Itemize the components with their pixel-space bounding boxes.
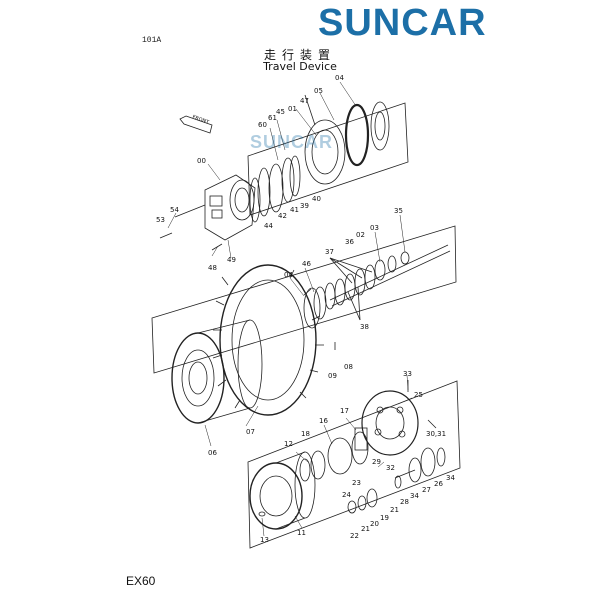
part-label: 24 <box>342 491 351 499</box>
part-label: 61 <box>268 114 277 122</box>
part-label: 20 <box>370 520 379 528</box>
part-label: 21 <box>361 525 370 533</box>
part-label: 28 <box>400 498 409 506</box>
model-code: EX60 <box>126 574 156 588</box>
planet-gears <box>299 427 369 482</box>
part-label: 30,31 <box>426 430 446 438</box>
frame-carrier <box>247 380 461 549</box>
carrier-plate <box>361 390 419 456</box>
part-label: 12 <box>284 440 293 448</box>
part-label: 54 <box>170 206 179 214</box>
part-label: 19 <box>380 514 389 522</box>
part-label: 27 <box>422 486 431 494</box>
part-label: 34 <box>446 474 455 482</box>
part-label: 45 <box>276 108 285 116</box>
front-arrow-icon <box>179 115 213 134</box>
diagram-title-english: Travel Device <box>263 60 337 73</box>
hub <box>171 319 263 424</box>
part-label: 29 <box>372 458 381 466</box>
part-label: 13 <box>260 536 269 544</box>
part-label: 44 <box>264 222 273 230</box>
page-code: 101A <box>142 36 162 45</box>
part-label: 03 <box>370 224 379 232</box>
shaft-assembly <box>303 244 451 329</box>
part-label: 33 <box>403 370 412 378</box>
watermark: SUNCAR <box>250 132 334 152</box>
part-label: 04 <box>335 74 344 82</box>
small-parts <box>258 342 446 517</box>
frame-shaft <box>151 225 457 374</box>
part-label: 39 <box>300 202 309 210</box>
part-label: 32 <box>386 464 395 472</box>
part-label: 16 <box>319 417 328 425</box>
part-label: 01 <box>288 105 297 113</box>
part-label: 49 <box>227 256 236 264</box>
part-label: 11 <box>297 529 306 537</box>
part-label: 25 <box>414 391 423 399</box>
part-label: 42 <box>278 212 287 220</box>
part-label: 34 <box>410 492 419 500</box>
part-label: 53 <box>156 216 165 224</box>
frame-upper <box>247 102 409 216</box>
part-label: 06 <box>208 449 217 457</box>
part-label: 09 <box>328 372 337 380</box>
part-label: 36 <box>345 238 354 246</box>
part-label: 02 <box>356 231 365 239</box>
part-label: 18 <box>301 430 310 438</box>
brand-logo: SUNCAR <box>318 2 487 44</box>
part-label: 47 <box>300 97 309 105</box>
part-label: 08 <box>344 363 353 371</box>
leader-lines <box>167 81 413 537</box>
part-label: 07 <box>246 428 255 436</box>
part-label: 17 <box>340 407 349 415</box>
sprocket <box>212 264 324 416</box>
part-label: 60 <box>258 121 267 129</box>
part-label: 00 <box>197 157 206 165</box>
part-label: 38 <box>360 323 369 331</box>
part-label: 35 <box>394 207 403 215</box>
part-label: 05 <box>314 87 323 95</box>
motor-housing <box>174 174 256 241</box>
part-label: 22 <box>350 532 359 540</box>
part-label: 23 <box>352 479 361 487</box>
part-label: 21 <box>390 506 399 514</box>
part-label: 41 <box>290 206 299 214</box>
part-label: 40 <box>312 195 321 203</box>
part-label: 04 <box>284 271 293 279</box>
part-label: 48 <box>208 264 217 272</box>
upper-rings <box>249 101 390 223</box>
part-label: 26 <box>434 480 443 488</box>
part-labels: 04 05 47 45 01 61 60 00 54 53 40 39 41 4… <box>156 74 455 544</box>
part-label: 46 <box>302 260 311 268</box>
drum <box>249 451 316 530</box>
part-label: 37 <box>325 248 334 256</box>
diagram-title-chinese: 走行装置 <box>263 48 336 62</box>
